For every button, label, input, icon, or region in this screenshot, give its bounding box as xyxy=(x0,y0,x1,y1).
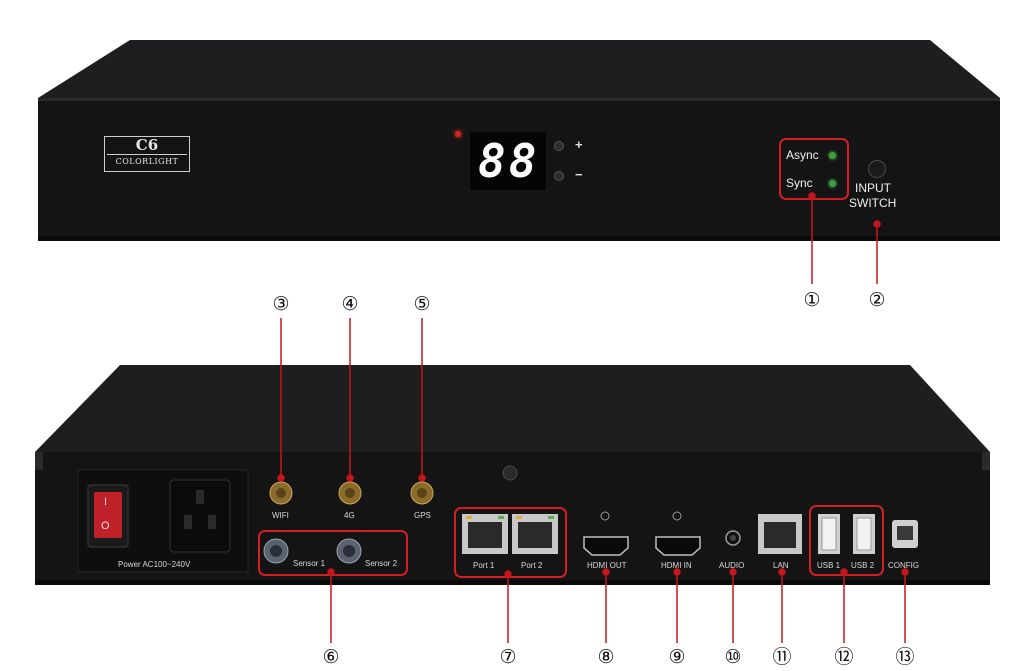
ethernet-ports-highlight xyxy=(454,507,567,578)
sensor1-label: Sensor 1 xyxy=(293,559,326,568)
seven-segment-display: 88 xyxy=(470,132,546,190)
callout-1: ① xyxy=(803,289,821,311)
callout-3: ③ xyxy=(272,293,290,315)
4g-label: 4G xyxy=(344,511,355,520)
sync-label: Sync xyxy=(786,176,813,190)
display-digits: 88 xyxy=(478,134,540,188)
config-label: CONFIG xyxy=(888,561,920,570)
audio-label: AUDIO xyxy=(719,561,745,570)
callout-2: ② xyxy=(868,289,886,311)
lan-label: LAN xyxy=(773,561,789,570)
sync-led xyxy=(829,180,836,187)
callout-7: ⑦ xyxy=(499,646,517,668)
async-label: Async xyxy=(786,148,819,162)
minus-button[interactable] xyxy=(554,171,564,181)
callout-13: ⑬ xyxy=(895,646,915,668)
callout-8: ⑧ xyxy=(597,646,615,668)
callout-9: ⑨ xyxy=(668,646,686,668)
port2-label: Port 2 xyxy=(521,561,543,570)
callout-6: ⑥ xyxy=(322,646,340,668)
input-switch-button[interactable] xyxy=(868,160,886,178)
logo-brand: COLORLIGHT xyxy=(115,157,179,166)
plus-button[interactable] xyxy=(554,141,564,151)
power-switch-on-mark: I xyxy=(104,496,108,508)
usb1-label: USB 1 xyxy=(817,561,841,570)
minus-label: − xyxy=(575,167,583,182)
callout-10: ⑩ xyxy=(724,646,742,668)
power-switch-off-mark: O xyxy=(101,520,110,532)
callout-11: ⑪ xyxy=(772,646,792,668)
power-label: Power AC100~240V xyxy=(118,560,191,569)
sensor2-label: Sensor 2 xyxy=(365,559,398,568)
input-switch-label-line1: INPUT xyxy=(855,181,891,195)
callout-5: ⑤ xyxy=(413,293,431,315)
port1-label: Port 1 xyxy=(473,561,495,570)
callout-4: ④ xyxy=(341,293,359,315)
device-logo: C6 COLORLIGHT xyxy=(104,136,190,172)
usb2-label: USB 2 xyxy=(851,561,875,570)
power-led xyxy=(455,131,461,137)
gps-label: GPS xyxy=(414,511,431,520)
wifi-label: WIFI xyxy=(272,511,289,520)
plus-label: + xyxy=(575,137,583,152)
callout-12: ⑫ xyxy=(834,646,854,668)
hdmi-out-label: HDMI OUT xyxy=(587,561,627,570)
hdmi-in-label: HDMI IN xyxy=(661,561,692,570)
async-led xyxy=(829,152,836,159)
input-switch-label-line2: SWITCH xyxy=(849,196,897,210)
usb-ports-highlight xyxy=(809,505,884,576)
logo-model: C6 xyxy=(135,136,159,154)
